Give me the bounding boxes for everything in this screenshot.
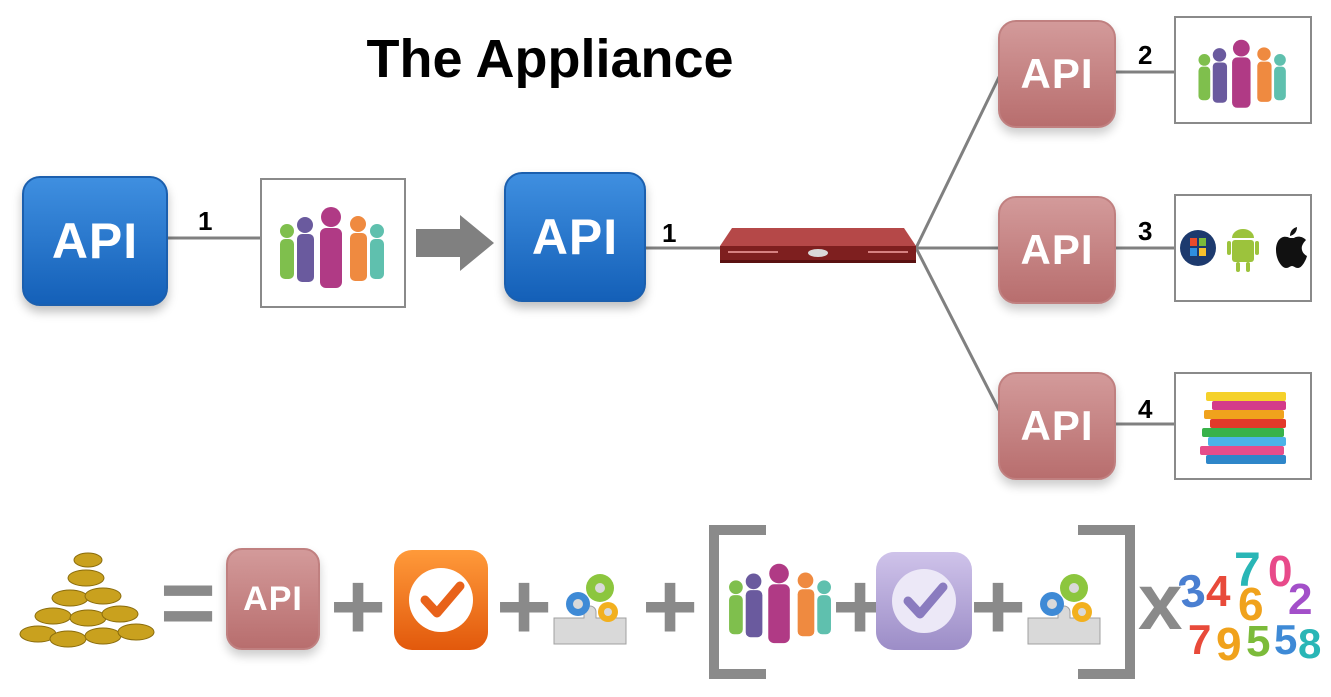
label-number: 3 (1138, 216, 1153, 246)
android-icon (1227, 229, 1259, 272)
svg-text:7: 7 (1234, 544, 1261, 597)
gold-coins-icon (19, 552, 155, 648)
gears-puzzle-icon (553, 574, 627, 645)
api-label: API (1020, 226, 1094, 273)
api-block-top-right: API (998, 20, 1116, 128)
api-label: API (243, 579, 303, 618)
svg-text:5: 5 (1274, 616, 1297, 663)
svg-text:3: 3 (1176, 563, 1210, 619)
people-group-icon (280, 207, 384, 288)
label-number: 4 (1138, 394, 1153, 424)
platform-icons (1180, 227, 1307, 272)
svg-text:7: 7 (1188, 616, 1211, 663)
books-stack-icon (1200, 392, 1286, 464)
equals-operator: = (160, 549, 217, 656)
bracket-group (709, 525, 1135, 679)
svg-text:8: 8 (1298, 620, 1321, 666)
api-label: API (51, 213, 139, 269)
plus-operator: + (642, 553, 699, 660)
page-title: The Appliance (366, 29, 734, 89)
api-label: API (531, 209, 619, 265)
api-block-equation: API (226, 548, 320, 650)
svg-text:2: 2 (1288, 575, 1312, 624)
windows-icon (1180, 230, 1216, 266)
books-box (1174, 372, 1312, 480)
server-appliance-icon (720, 228, 916, 263)
plus-operator: + (970, 553, 1027, 660)
gears-puzzle-icon (1027, 574, 1101, 645)
platforms-box (1174, 194, 1312, 302)
svg-text:4: 4 (1206, 567, 1231, 616)
people-group-icon (1198, 39, 1286, 108)
label-number: 1 (662, 218, 677, 248)
people-box (1174, 16, 1312, 124)
numbers-icon: 3 4 7 6 0 2 7 9 5 5 8 (1176, 544, 1321, 666)
label-number: 2 (1138, 40, 1153, 70)
svg-text:9: 9 (1216, 618, 1242, 666)
plus-operator: + (496, 553, 553, 660)
purple-checkmark-icon (876, 552, 972, 650)
svg-text:5: 5 (1246, 617, 1270, 666)
label-number: 1 (198, 206, 213, 236)
svg-text:0: 0 (1268, 547, 1292, 596)
api-block-bottom-right: API (998, 372, 1116, 480)
right-arrow-icon (416, 215, 494, 271)
api-label: API (1020, 402, 1094, 449)
times-operator: x (1138, 557, 1183, 646)
connector-line (914, 74, 1002, 249)
people-box (260, 178, 406, 308)
orange-checkmark-icon (394, 550, 488, 650)
people-group-icon (729, 563, 831, 644)
plus-operator: + (330, 553, 387, 660)
api-block-left: API (22, 176, 168, 306)
svg-text:6: 6 (1238, 578, 1264, 630)
apple-icon (1276, 227, 1307, 268)
connector-line (914, 247, 1002, 413)
api-block-middle: API (504, 172, 646, 302)
api-label: API (1020, 50, 1094, 97)
api-block-middle-right: API (998, 196, 1116, 304)
